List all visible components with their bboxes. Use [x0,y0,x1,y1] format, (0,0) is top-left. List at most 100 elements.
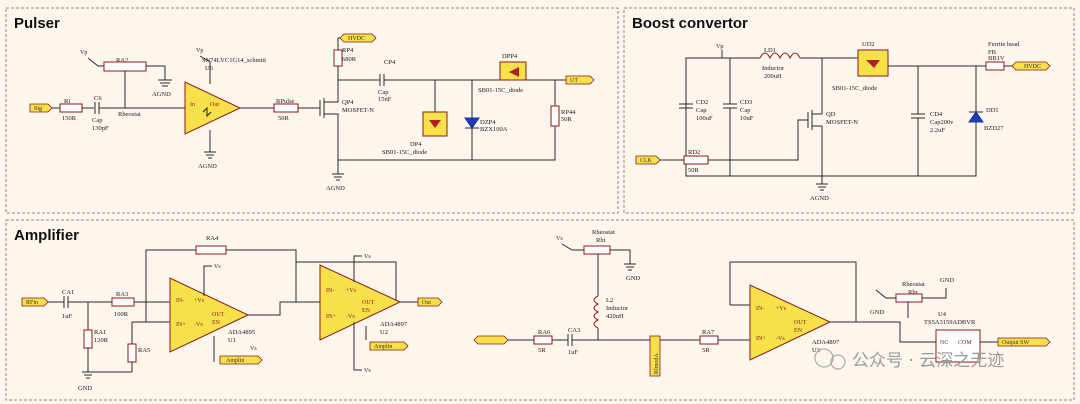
ud2-box [857,49,889,77]
u1-inn: IN- [176,298,184,304]
rfin-port [21,297,49,307]
rht-vs: Vs [556,236,563,242]
u6-out-pin: Out [210,102,219,108]
amplifier-panel [5,219,1075,401]
u1-inp: IN+ [176,322,186,328]
u2-opamp [319,264,402,341]
u6-name: SN74LVC1G14_schmitt [202,57,266,64]
ra5-label: RA5 [138,347,150,354]
ra3-value: 100R [114,311,129,318]
cd4-value2: 2.2uF [930,127,945,134]
dd1-diode [968,111,984,123]
u2-vp: +Vs [346,288,357,294]
fb-label: FB [988,49,997,56]
ca1-label: CA1 [62,289,74,296]
u1-en: EN [212,320,221,326]
agnd2-label: AGND [198,163,217,170]
hvdc-label: HVDC [348,36,365,42]
ra7-resistor [699,335,719,345]
dd1-value: BZD27 [984,125,1004,132]
ri-label: Ri [64,98,70,105]
out-port [417,297,443,307]
output-sw-label: Output SW [1002,340,1030,346]
pulser-panel [5,7,619,214]
u4-label: U4 [938,311,947,318]
ri-resistor [59,103,83,113]
pulser-vp-label: Vp [80,50,87,56]
ca1-value: 1uF [62,313,73,320]
ra4-label: RA4 [206,235,219,242]
rp4-value: 680R [342,56,357,63]
qd-type: MOSFET-N [826,119,858,126]
dpp4-name: SB01-15C_diode [478,87,523,94]
rp44-value: 50R [561,116,573,123]
watermark-text: 公众号 · 云深之无迹 [852,351,1004,371]
amplin-port1 [219,355,263,365]
cd3-label: CD3 [740,99,752,106]
ud2-name: SB01-15C_diode [832,85,877,92]
u1-out: OUT [212,312,225,318]
rp44-resistor [550,105,560,127]
ud2-label: UD2 [862,41,875,48]
cd4-label: CD4 [930,111,943,118]
gnd-label-u4: GND [870,309,884,316]
ra2-label: RA2 [116,57,128,64]
cp4-value: 15nF [378,96,392,103]
boost-agnd: AGND [810,195,829,202]
rlmoda-port [649,335,661,377]
rlmoda-label: RlmodA [654,353,660,374]
l2-label: L2 [606,297,613,304]
dzp4-label: DZP4 [480,119,496,126]
clk-port [635,155,661,165]
clk-label: CLK [640,158,653,164]
u1-ref: U1 [228,337,236,344]
gnd2-label: GND [626,275,640,282]
l2-value: 420nH [606,313,624,320]
sig-port-label: Sig [34,106,42,112]
dzp4-value: BZX100A [480,126,508,133]
u1-vn: -Vs [194,322,203,328]
u2-vs: Vs [364,254,371,260]
c6-label: C6 [94,95,102,102]
ra1-value: 120R [94,337,109,344]
amplin-port2 [369,341,409,351]
cd4-value: Cap200v [930,119,954,126]
ld1-label: LD1 [764,47,776,54]
output-sw-port [997,337,1051,347]
u2-vs-neg: Vs [364,368,371,374]
ra6-value: 5R [538,347,546,354]
boost-vp: Vp [716,44,723,50]
u4-nc: NC [940,340,948,346]
u1-name: ADA4895 [228,329,255,336]
cd3-cap: Cap [740,107,750,114]
u1-vp: +Vs [194,298,205,304]
schmitt-buffer [184,81,242,135]
ra6-resistor [533,335,553,345]
u2-inn: IN- [326,288,334,294]
u3-opamp [749,284,832,361]
ra2-resistor [103,61,147,72]
sig-port [29,103,53,113]
agnd3-label: AGND [326,185,345,192]
u3-inp: IN+ [756,336,766,342]
l2-inductor [593,295,600,329]
rfin-label: RFin [26,300,38,306]
rd2-resistor [683,155,709,165]
rheostat-label: Rheostat [592,229,615,236]
dp4-name: SB01-15C_diode [382,149,427,156]
qd-label: QD [826,111,836,118]
u3-en: EN [794,328,803,334]
cd2-cap: Cap [696,107,706,114]
ca3-label: CA3 [568,327,580,334]
rheostat2-label: Rheostat [902,281,925,288]
amplin-label2: Amplin [374,344,392,350]
ut-port [565,75,595,85]
ra4-resistor [195,245,227,255]
rhr-label: Rhr [908,289,919,296]
u3-inn: IN- [756,306,764,312]
u6-in-pin: In [190,102,195,108]
u2-vn: -Vs [346,314,355,320]
cp4-cap: Cap [378,89,388,96]
ra1-label: RA1 [94,329,106,336]
